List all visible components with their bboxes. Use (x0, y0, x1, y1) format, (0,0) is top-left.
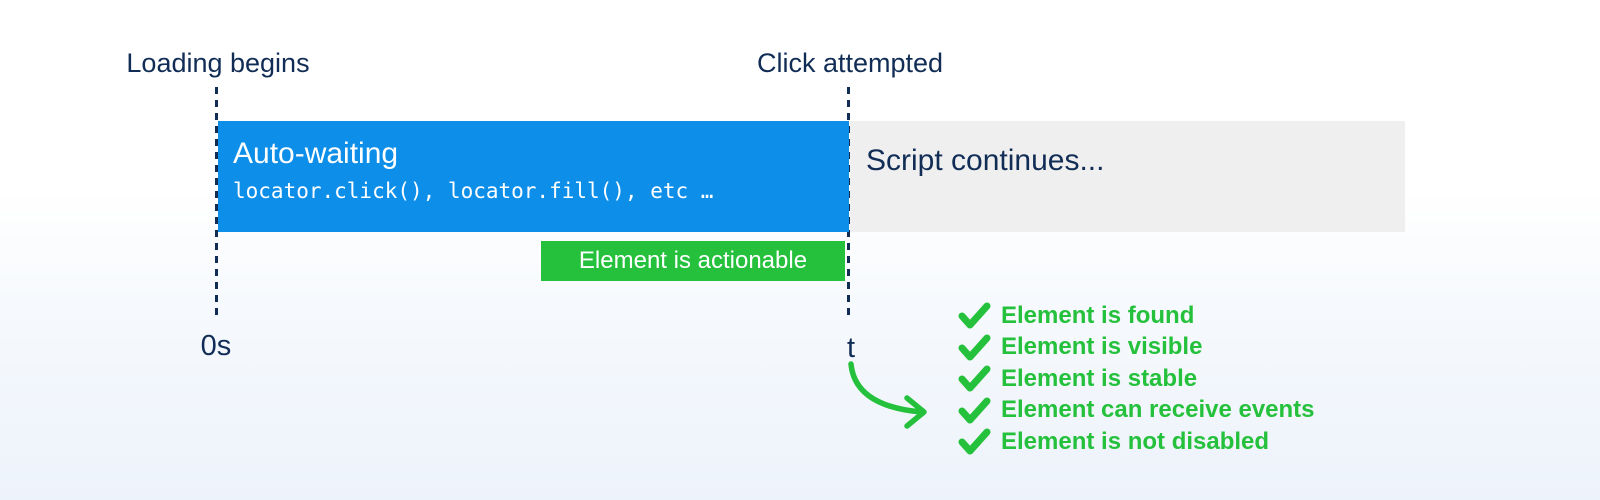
checklist-item-label: Element can receive events (1001, 396, 1315, 424)
element-actionable-label: Element is actionable (578, 247, 808, 274)
checkmark-icon (958, 365, 991, 392)
list-item: Element is stable (958, 363, 1315, 395)
checklist-item-label: Element is not disabled (1001, 427, 1270, 455)
auto-waiting-bar: Auto-waiting locator.click(), locator.fi… (218, 121, 849, 232)
auto-waiting-title: Auto-waiting (233, 137, 399, 170)
curved-arrow-icon (848, 361, 927, 429)
element-actionable-badge: Element is actionable (541, 241, 845, 281)
auto-waiting-code: locator.click(), locator.fill(), etc … (233, 179, 714, 203)
script-continues-label: Script continues... (866, 144, 1105, 177)
checkmark-icon (958, 302, 991, 329)
loading-begins-dotted-line (215, 87, 218, 318)
time-zero-label: 0s (200, 330, 232, 362)
checklist-item-label: Element is found (1001, 301, 1195, 329)
actionability-checklist: Element is found Element is visible Elem… (958, 300, 1315, 458)
checklist-item-label: Element is stable (1001, 364, 1198, 392)
loading-begins-label: Loading begins (126, 48, 310, 78)
list-item: Element is visible (958, 332, 1315, 364)
checklist-item-label: Element is visible (1001, 333, 1203, 361)
click-attempted-label: Click attempted (756, 48, 944, 78)
list-item: Element is found (958, 300, 1315, 332)
script-continues-bar: Script continues... (850, 121, 1405, 232)
time-t-label: t (846, 332, 856, 364)
list-item: Element can receive events (958, 395, 1315, 427)
list-item: Element is not disabled (958, 426, 1315, 458)
checkmark-icon (958, 397, 991, 424)
checkmark-icon (958, 334, 991, 361)
checkmark-icon (958, 428, 991, 455)
